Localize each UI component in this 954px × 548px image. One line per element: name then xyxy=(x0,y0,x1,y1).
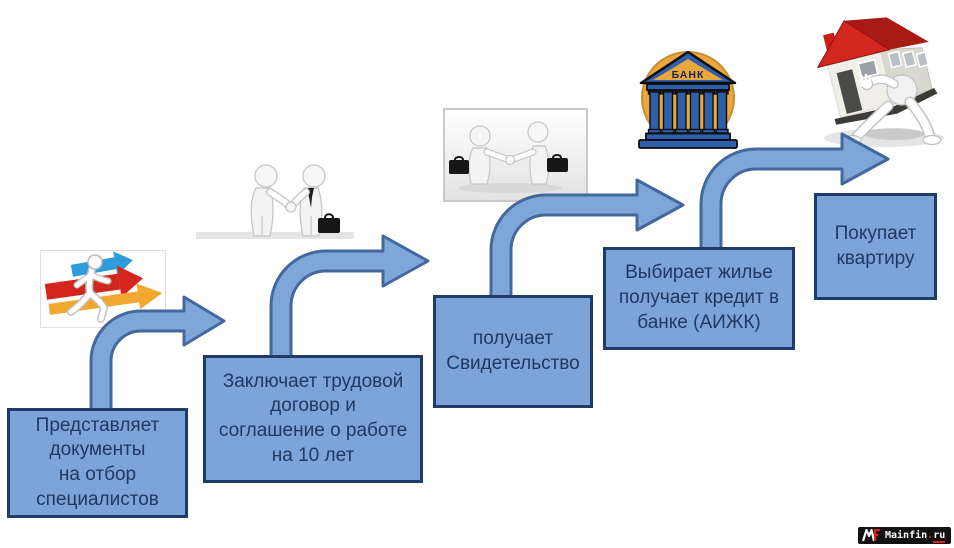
stylobate xyxy=(645,132,731,141)
bank-sign-label: БАНК xyxy=(672,69,705,81)
left-figure xyxy=(250,164,295,237)
briefcase xyxy=(547,158,568,172)
mainfin-logo-icon xyxy=(862,529,880,542)
step-box-2: Заключает трудовой договор и соглашение … xyxy=(203,355,423,483)
base-slab xyxy=(638,139,738,149)
flow-arrow-2 xyxy=(269,234,430,360)
side-window xyxy=(887,50,903,69)
mainfin-watermark: Mainfin.ru xyxy=(858,527,952,544)
door xyxy=(836,69,863,114)
mainfin-text: Mainfin.ru xyxy=(885,530,946,543)
step-box-4: Выбирает жилье получает кредит в банке (… xyxy=(603,247,795,350)
briefcase xyxy=(449,160,469,174)
briefcase xyxy=(318,218,340,233)
architrave xyxy=(646,83,730,91)
roof-side xyxy=(844,17,929,50)
handshake-figures-image xyxy=(196,164,354,239)
career-arrows-image xyxy=(40,250,166,328)
columns xyxy=(647,89,729,134)
step-box-1: Представляет документы на отбор специали… xyxy=(7,408,188,518)
step-box-3: получает Свидетельство xyxy=(433,295,593,408)
floor-edge xyxy=(834,87,938,125)
step-label-4: Выбирает жилье получает кредит в банке (… xyxy=(618,262,780,333)
step-label-1: Представляет документы на отбор специали… xyxy=(35,414,160,510)
pediment-panel xyxy=(653,59,723,80)
right-figure xyxy=(506,121,568,185)
ground-shadow-dark xyxy=(864,128,924,140)
bank-icon: БАНК xyxy=(638,50,738,149)
ground-shadow xyxy=(196,232,354,239)
step-label-2: Заключает трудовой договор и соглашение … xyxy=(218,370,408,466)
side-window xyxy=(901,50,917,69)
step-label-5: Покупает квартиру xyxy=(834,222,917,269)
wm-tld: ru xyxy=(933,530,946,543)
side-window xyxy=(915,51,930,68)
wm-dot: . xyxy=(927,530,934,541)
step-label-3: получает Свидетельство xyxy=(446,327,580,374)
handshake-hands xyxy=(285,201,297,213)
right-figure xyxy=(287,164,340,237)
wm-name: Mainfin xyxy=(885,530,928,541)
roof-front xyxy=(817,20,891,69)
handshake-photo-image xyxy=(443,108,588,202)
step-box-5: Покупает квартиру xyxy=(814,193,937,300)
handshake-hands xyxy=(504,154,516,166)
house-carrier-image xyxy=(817,17,944,147)
